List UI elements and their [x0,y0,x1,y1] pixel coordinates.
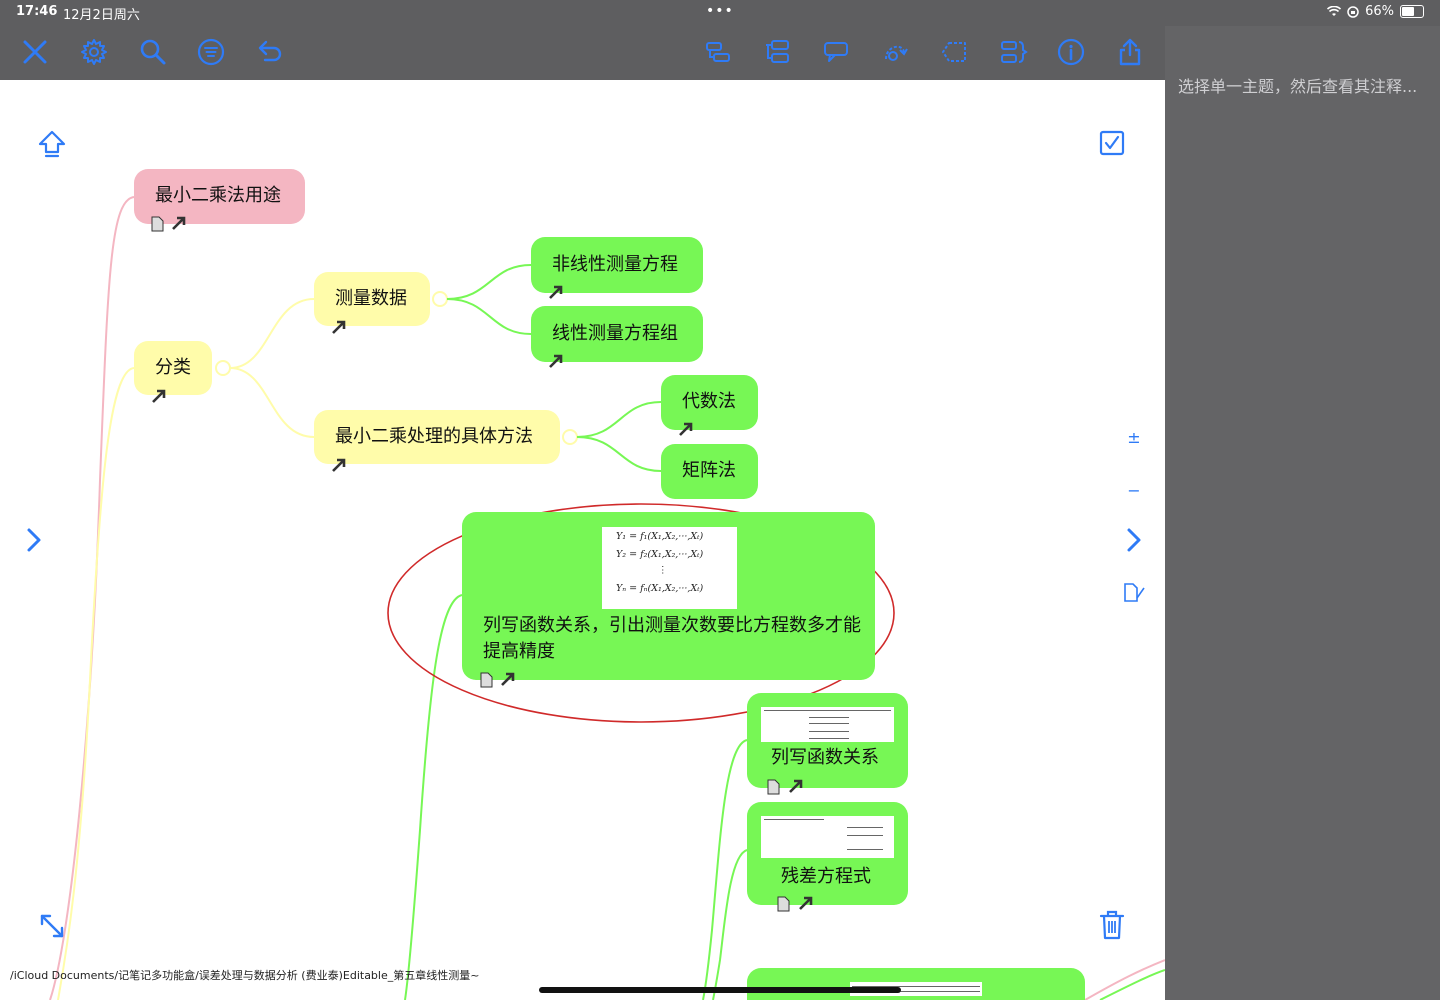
link-arrow-icon[interactable] [787,777,805,795]
node-matrix-method-label: 矩阵法 [682,460,736,481]
node-usage[interactable]: 最小二乘法用途 [134,169,305,232]
boundary-icon[interactable] [936,34,972,70]
link-arrow-icon[interactable] [797,894,815,912]
status-right: 66% [1327,4,1424,19]
highlight-ellipse [387,503,895,723]
fullscreen-icon[interactable] [36,910,68,942]
node-big-note[interactable]: Y₁ = f₁(X₁,X₂,···,Xₜ) Y₂ = f₂(X₁,X₂,···,… [462,512,875,688]
top-toolbar [0,26,1165,80]
node-residual-eq-label: 残差方程式 [781,866,871,887]
notes-placeholder: 选择单一主题，然后查看其注释... [1178,77,1418,96]
node-nonlinear-eq[interactable]: 非线性测量方程 [531,237,703,299]
multitask-dots[interactable]: ••• [706,3,734,19]
link-arrow-icon[interactable] [499,670,517,688]
node-write-function[interactable]: 列写函数关系 [747,693,908,795]
node-nonlinear-eq-label: 非线性测量方程 [552,254,678,275]
status-time: 17:46 [16,4,58,19]
node-classification[interactable]: 分类 [134,341,212,403]
link-arrow-icon[interactable] [170,214,188,232]
home-indicator[interactable] [539,987,901,993]
link-arrow-icon[interactable] [677,420,695,438]
right-chevron-icon[interactable] [1120,525,1148,555]
node-measurement-data-label: 测量数据 [335,288,407,309]
node-big-note-label: 列写函数关系，引出测量次数要比方程数多才能提高精度 [483,615,861,662]
edit-note-icon[interactable] [1122,582,1148,604]
notes-panel[interactable]: 选择单一主题，然后查看其注释... [1165,26,1440,1000]
status-date: 12月2日周六 [63,8,140,23]
formula-row: Y₂ = f₂(X₁,X₂,···,Xₜ) [616,549,704,560]
home-icon[interactable] [36,128,68,160]
close-icon[interactable] [17,34,53,70]
undo-icon[interactable] [252,34,288,70]
callout-icon[interactable] [818,34,854,70]
residual-thumbnail [761,816,894,858]
node-residual-eq[interactable]: 残差方程式 [747,802,908,912]
link-arrow-icon[interactable] [547,352,565,370]
node-partial[interactable] [747,968,1085,1000]
left-chevron-icon[interactable] [20,525,48,555]
node-specific-method[interactable]: 最小二乘处理的具体方法 [314,410,560,472]
node-classification-label: 分类 [155,357,191,378]
battery-icon [1400,5,1424,18]
orientation-lock-icon [1347,5,1359,18]
node-algebra-method-label: 代数法 [682,391,736,412]
function-thumbnail [761,707,894,742]
expand-all-button[interactable]: ± [1127,427,1141,447]
summary-icon[interactable] [995,34,1031,70]
info-icon[interactable] [1053,34,1089,70]
link-arrow-icon[interactable] [330,318,348,336]
gear-icon[interactable] [76,34,112,70]
node-measurement-data[interactable]: 测量数据 [314,272,430,334]
add-child-icon[interactable] [759,34,795,70]
list-filter-icon[interactable] [193,34,229,70]
node-linear-eq-group-label: 线性测量方程组 [552,323,678,344]
node-write-function-label: 列写函数关系 [771,747,879,768]
node-matrix-method[interactable]: 矩阵法 [661,444,758,499]
connector-lines [49,196,1165,1000]
formula-row: Yₙ = fₙ(X₁,X₂,···,Xₜ) [616,583,704,594]
trash-icon[interactable] [1098,909,1126,941]
add-sibling-icon[interactable] [700,34,736,70]
checkbox-icon[interactable] [1098,129,1126,157]
node-linear-eq-group[interactable]: 线性测量方程组 [531,306,703,368]
note-doc-icon[interactable] [480,672,493,688]
search-icon[interactable] [135,34,171,70]
note-doc-icon[interactable] [767,779,780,795]
note-doc-icon[interactable] [151,216,164,232]
file-path: /iCloud Documents/记笔记多功能盒/误差处理与数据分析 (费业泰… [10,969,480,982]
wifi-icon [1327,6,1342,16]
formula-row: ⋮ [658,565,668,576]
link-arrow-icon[interactable] [547,283,565,301]
relation-icon[interactable] [877,34,913,70]
mindmap-canvas[interactable]: ± − 最小二乘法用途 分类 测量数据 非线性测量方程 线性测量方程组 最小二乘… [0,80,1165,1000]
node-specific-method-label: 最小二乘处理的具体方法 [335,426,533,447]
formula-image: Y₁ = f₁(X₁,X₂,···,Xₜ) Y₂ = f₂(X₁,X₂,···,… [602,527,737,609]
node-usage-label: 最小二乘法用途 [155,185,281,206]
battery-percent: 66% [1365,4,1394,19]
status-bar: 17:46 12月2日周六 ••• 66% [0,0,1440,26]
link-arrow-icon[interactable] [330,456,348,474]
note-doc-icon[interactable] [777,896,790,912]
share-icon[interactable] [1112,34,1148,70]
collapse-all-button[interactable]: − [1127,480,1141,500]
formula-row: Y₁ = f₁(X₁,X₂,···,Xₜ) [616,531,704,542]
node-algebra-method[interactable]: 代数法 [661,375,758,436]
link-arrow-icon[interactable] [150,387,168,405]
